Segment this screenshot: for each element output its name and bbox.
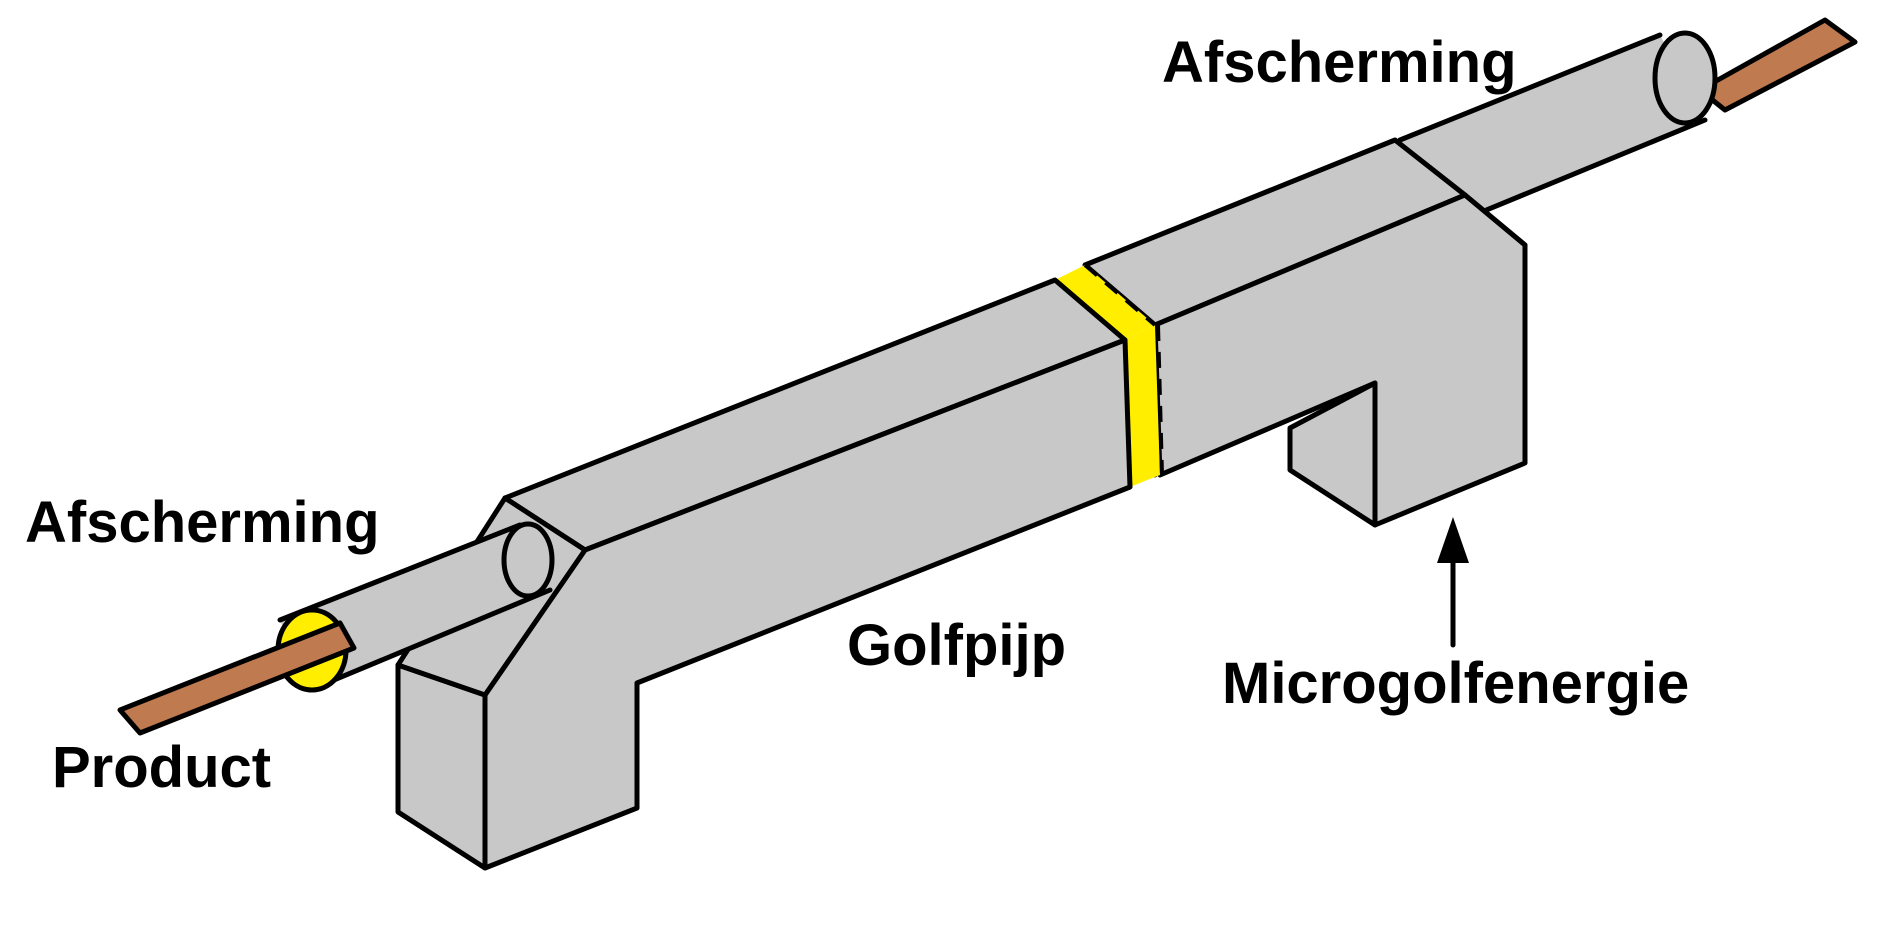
arrowhead-up-icon <box>1437 517 1469 563</box>
label-product: Product <box>52 735 271 800</box>
shield-tube-right <box>1397 30 1718 228</box>
shield-tube-left-far-end <box>501 521 555 599</box>
waveguide-right-foot <box>1287 380 1378 528</box>
window-yellow <box>1053 263 1164 488</box>
product-strip-right <box>1697 17 1858 113</box>
label-shield-top: Afscherming <box>1162 30 1517 95</box>
waveguide-left-foot <box>395 662 488 871</box>
shield-tube-right-end <box>1652 30 1718 126</box>
label-microwave-energy: Microgolfenergie <box>1222 651 1689 716</box>
label-waveguide: Golfpijp <box>847 613 1066 678</box>
microwave-arrow <box>1437 517 1469 648</box>
product-strip-left <box>117 620 357 736</box>
label-shield-left: Afscherming <box>25 490 380 555</box>
